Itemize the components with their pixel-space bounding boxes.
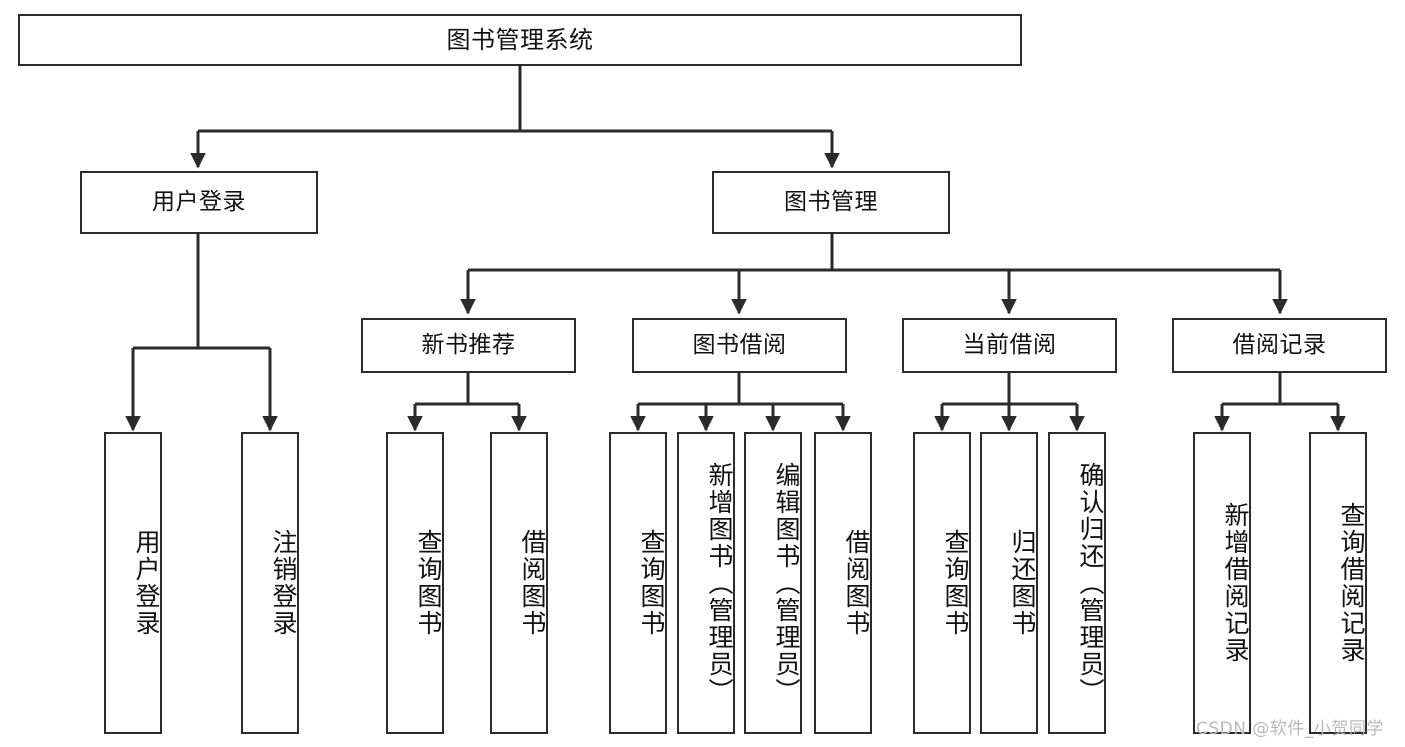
node-label: 查询图书 <box>637 529 666 637</box>
node-new-book-recommend[interactable]: 新书推荐 <box>361 318 576 373</box>
leaf-add-record[interactable]: 新增借阅记录 <box>1193 432 1251 734</box>
node-label: 借阅记录 <box>1232 331 1327 358</box>
leaf-query-book-2[interactable]: 查询图书 <box>609 432 667 734</box>
node-book-borrow[interactable]: 图书借阅 <box>632 318 847 373</box>
node-label: 查询图书 <box>414 529 443 637</box>
node-label: 图书管理系统 <box>446 25 594 54</box>
node-label: 查询图书 <box>941 529 970 637</box>
leaf-return-book[interactable]: 归还图书 <box>980 432 1038 734</box>
node-label: 用户登录 <box>152 188 246 215</box>
leaf-borrow-book-1[interactable]: 借阅图书 <box>490 432 548 734</box>
node-user-login[interactable]: 用户登录 <box>80 171 318 234</box>
node-label: 图书借阅 <box>692 331 787 358</box>
leaf-query-record[interactable]: 查询借阅记录 <box>1309 432 1367 734</box>
node-label: 新增借阅记录 <box>1221 502 1250 664</box>
node-label: 新书推荐 <box>421 331 516 358</box>
node-label: 编辑图书（管理员） <box>772 461 801 705</box>
leaf-query-book-1[interactable]: 查询图书 <box>386 432 444 734</box>
node-label: 注销登录 <box>269 529 298 637</box>
node-book-manage[interactable]: 图书管理 <box>712 171 950 234</box>
node-label: 用户登录 <box>132 529 161 637</box>
node-label: 借阅图书 <box>518 529 547 637</box>
node-label: 新增图书（管理员） <box>705 461 734 705</box>
node-borrow-record[interactable]: 借阅记录 <box>1172 318 1387 373</box>
leaf-add-book[interactable]: 新增图书（管理员） <box>677 432 735 734</box>
leaf-confirm-return[interactable]: 确认归还（管理员） <box>1048 432 1106 734</box>
leaf-user-login[interactable]: 用户登录 <box>104 432 162 734</box>
node-current-borrow[interactable]: 当前借阅 <box>902 318 1117 373</box>
node-label: 借阅图书 <box>842 529 871 637</box>
node-root-book-management-system[interactable]: 图书管理系统 <box>18 14 1022 66</box>
node-label: 归还图书 <box>1008 529 1037 637</box>
csdn-watermark: CSDN @软件_小贺同学 <box>1196 719 1384 739</box>
leaf-edit-book[interactable]: 编辑图书（管理员） <box>744 432 802 734</box>
leaf-query-book-3[interactable]: 查询图书 <box>913 432 971 734</box>
leaf-borrow-book-2[interactable]: 借阅图书 <box>814 432 872 734</box>
node-label: 图书管理 <box>784 188 878 215</box>
leaf-logout-login[interactable]: 注销登录 <box>241 432 299 734</box>
node-label: 确认归还（管理员） <box>1076 461 1105 705</box>
node-label: 查询借阅记录 <box>1337 502 1366 664</box>
node-label: 当前借阅 <box>962 331 1057 358</box>
